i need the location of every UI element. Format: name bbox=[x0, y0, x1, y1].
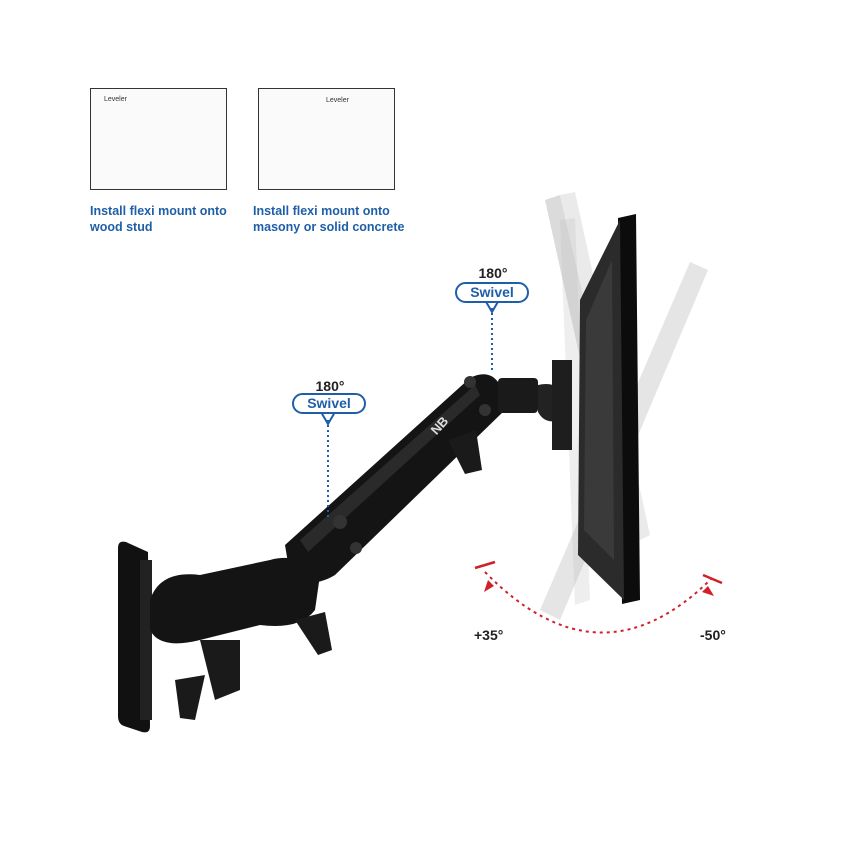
monitor-head bbox=[498, 360, 572, 450]
install-panel-wood bbox=[90, 88, 227, 190]
caption-wood-line2: wood stud bbox=[90, 220, 153, 234]
swivel-arrow-left-icon bbox=[320, 411, 336, 426]
caption-wood: Install flexi mount onto wood stud bbox=[90, 203, 260, 235]
swivel-badge-right: Swivel bbox=[455, 282, 529, 303]
caption-wood-line1: Install flexi mount onto bbox=[90, 204, 227, 218]
wall-plate bbox=[118, 541, 152, 733]
caption-masonry: Install flexi mount onto masony or solid… bbox=[253, 203, 453, 235]
tilt-arrow-right-icon bbox=[702, 586, 714, 596]
gas-spring-arm bbox=[285, 374, 505, 583]
tilt-down-label: -50° bbox=[700, 627, 726, 643]
swivel-arrow-right-icon bbox=[484, 299, 500, 314]
tilt-arrow-left-icon bbox=[484, 580, 494, 592]
tilt-up-label: +35° bbox=[474, 627, 504, 643]
install-panel-masonry bbox=[258, 88, 395, 190]
tilt-arc bbox=[484, 571, 713, 634]
monitor bbox=[578, 214, 640, 604]
swivel-badge-left: Swivel bbox=[292, 393, 366, 414]
caption-masonry-line2: masony or solid concrete bbox=[253, 220, 405, 234]
tilt-marker-left bbox=[474, 560, 496, 570]
leveler-label-masonry: Leveler bbox=[326, 97, 349, 104]
leveler-label-wood: Leveler bbox=[104, 96, 127, 103]
caption-masonry-line1: Install flexi mount onto bbox=[253, 204, 390, 218]
swivel-degrees-left: 180° bbox=[315, 378, 345, 394]
swivel-degrees-right: 180° bbox=[478, 265, 508, 281]
lower-arm bbox=[150, 557, 332, 720]
tilt-marker-right bbox=[702, 573, 723, 585]
